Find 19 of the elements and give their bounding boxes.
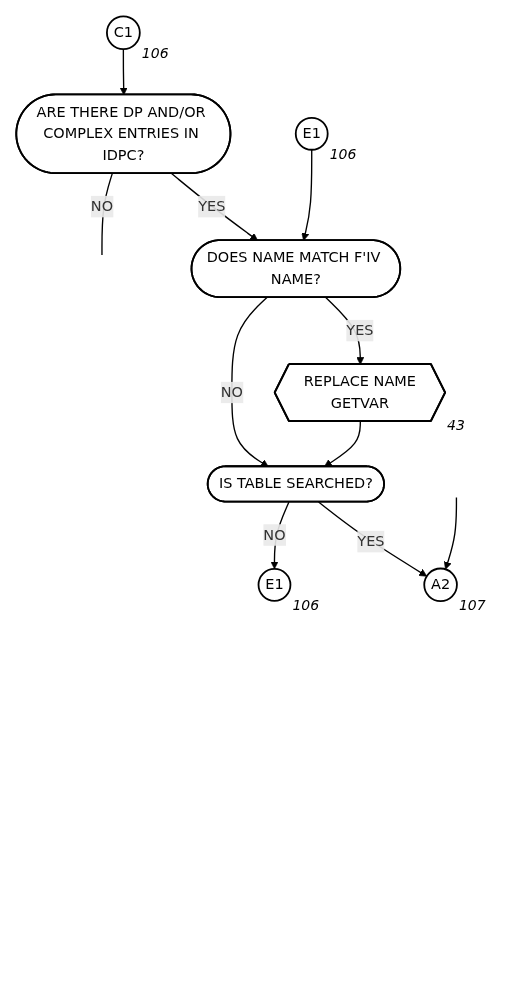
- edge-label: YES: [357, 532, 385, 550]
- arrow: [317, 501, 428, 577]
- arrow: [301, 149, 313, 241]
- node-circle: E1: [294, 116, 329, 151]
- connector: [101, 172, 113, 256]
- arrow: [231, 296, 269, 468]
- node-circle: A2: [423, 567, 458, 603]
- arrow: [119, 48, 128, 96]
- arrow: [170, 172, 258, 241]
- arrow: [324, 420, 361, 468]
- edge-label: NO: [220, 383, 243, 401]
- node-circle: C1: [106, 15, 141, 51]
- edge-label: NO: [263, 525, 286, 544]
- arrow: [443, 496, 458, 570]
- edge-label: YES: [346, 321, 374, 339]
- node-circle: E1: [257, 567, 292, 602]
- page-reference: 43: [447, 417, 465, 433]
- edge-label: NO: [90, 197, 114, 215]
- edge-label: YES: [198, 197, 226, 215]
